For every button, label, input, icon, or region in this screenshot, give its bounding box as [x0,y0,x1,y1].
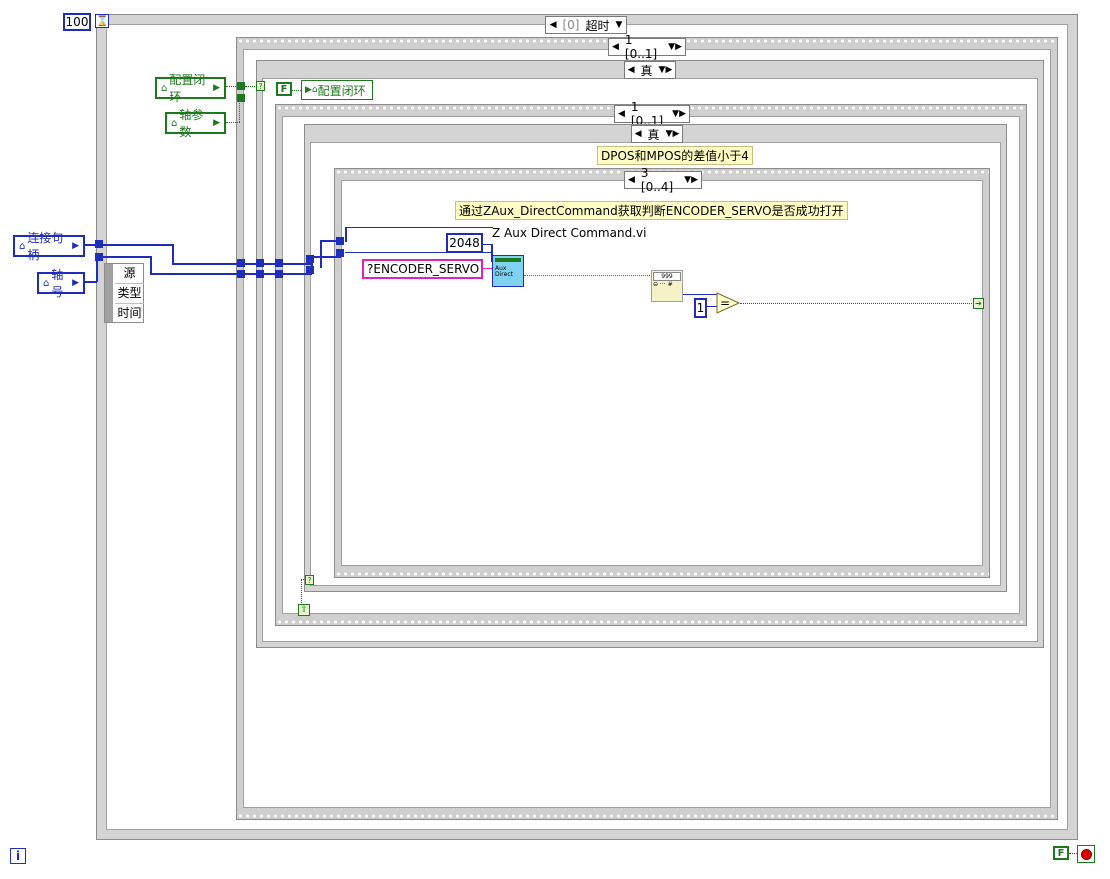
wire [96,256,151,258]
tunnel [275,259,283,267]
tunnel [336,237,344,245]
wire [311,256,341,258]
direct-command-vi-icon[interactable]: Aux Direct [492,255,524,287]
wire [483,244,493,245]
tunnel [237,94,245,102]
info-icon: i [10,848,26,864]
wire [345,252,493,253]
mid-case-selector[interactable]: ◀1 [0..1]▼▶ [614,100,690,128]
tunnel [275,270,283,278]
output-tunnel: ➔ [973,298,984,309]
tunnel [237,270,245,278]
tunnel [256,259,264,267]
wire [301,579,306,580]
case-true2-selector[interactable]: ◀真▼▶ [631,125,683,143]
one-constant[interactable]: 1 [694,298,707,318]
stop-false-constant[interactable]: F [1053,846,1069,860]
wire [1069,853,1077,854]
case-selector-terminal: ? [305,575,314,585]
wire [150,273,312,275]
wire [707,306,717,307]
wire [292,90,301,91]
timer-icon: ⌛ [95,14,109,28]
wire [524,275,652,276]
scan-from-string-node[interactable]: 999 ⊖ ··· # [651,270,683,302]
wire [301,579,302,605]
buffer-length-constant[interactable]: 2048 [446,233,483,253]
case-true-selector[interactable]: ◀真▼▶ [624,61,676,79]
case-selector-terminal: ? [256,81,265,91]
axis-number-control[interactable]: ⌂轴号▶ [37,268,85,299]
wire [483,268,493,269]
wire [345,227,493,228]
wire [239,98,240,122]
event-field-type[interactable]: 类型 [115,284,144,304]
tunnel [336,249,344,257]
event-data-node: 源 类型 时间 [104,263,144,323]
shift-register-terminal: ⇧ [298,604,310,616]
wire [226,86,238,87]
wire [96,256,98,282]
wire [345,227,347,242]
vi-name-label: Z Aux Direct Command.vi [492,226,647,240]
tunnel [306,266,314,274]
tunnel [306,255,314,263]
wire [245,86,257,87]
svg-text:=: = [720,296,730,310]
outer-case-selector[interactable]: ◀1 [0..1]▼▶ [608,33,686,61]
dpos-note: DPOS和MPOS的差值小于4 [597,146,753,165]
wire [320,240,342,242]
tunnel [95,253,103,261]
wire [85,244,173,246]
wire [150,256,152,274]
event-case-selector[interactable]: ◀[0]超时▼ [545,16,627,34]
encoder-servo-string-constant[interactable]: ?ENCODER_SERVO [362,259,483,279]
wire [85,281,97,283]
wire [320,240,322,268]
close-loop-control[interactable]: ⌂配置闭环▶ [155,73,226,104]
wire [683,294,717,295]
direct-command-note: 通过ZAux_DirectCommand获取判断ENCODER_SERVO是否成… [455,201,848,220]
equal-node[interactable]: = [716,292,740,314]
timeout-ms-constant[interactable]: 100 [63,13,91,31]
inner-sequence-interior [341,180,983,566]
event-field-source[interactable]: 源 [115,264,144,284]
close-loop-local-variable[interactable]: ▶⌂配置闭环 [301,80,373,100]
wire [740,303,974,304]
tunnel [237,82,245,90]
tunnel [237,259,245,267]
wire [491,244,493,262]
inner-case-selector[interactable]: ◀3 [0..4]▼▶ [624,166,702,194]
wire [226,122,240,123]
false-constant[interactable]: F [276,82,292,96]
tunnel [95,240,103,248]
wire [172,244,174,264]
connection-handle-control[interactable]: ⌂连接句柄▶ [13,231,85,262]
axis-params-control[interactable]: ⌂轴参数▶ [165,108,226,139]
event-field-time[interactable]: 时间 [117,306,142,320]
wire [311,256,313,274]
tunnel [256,270,264,278]
stop-icon[interactable] [1077,845,1095,863]
